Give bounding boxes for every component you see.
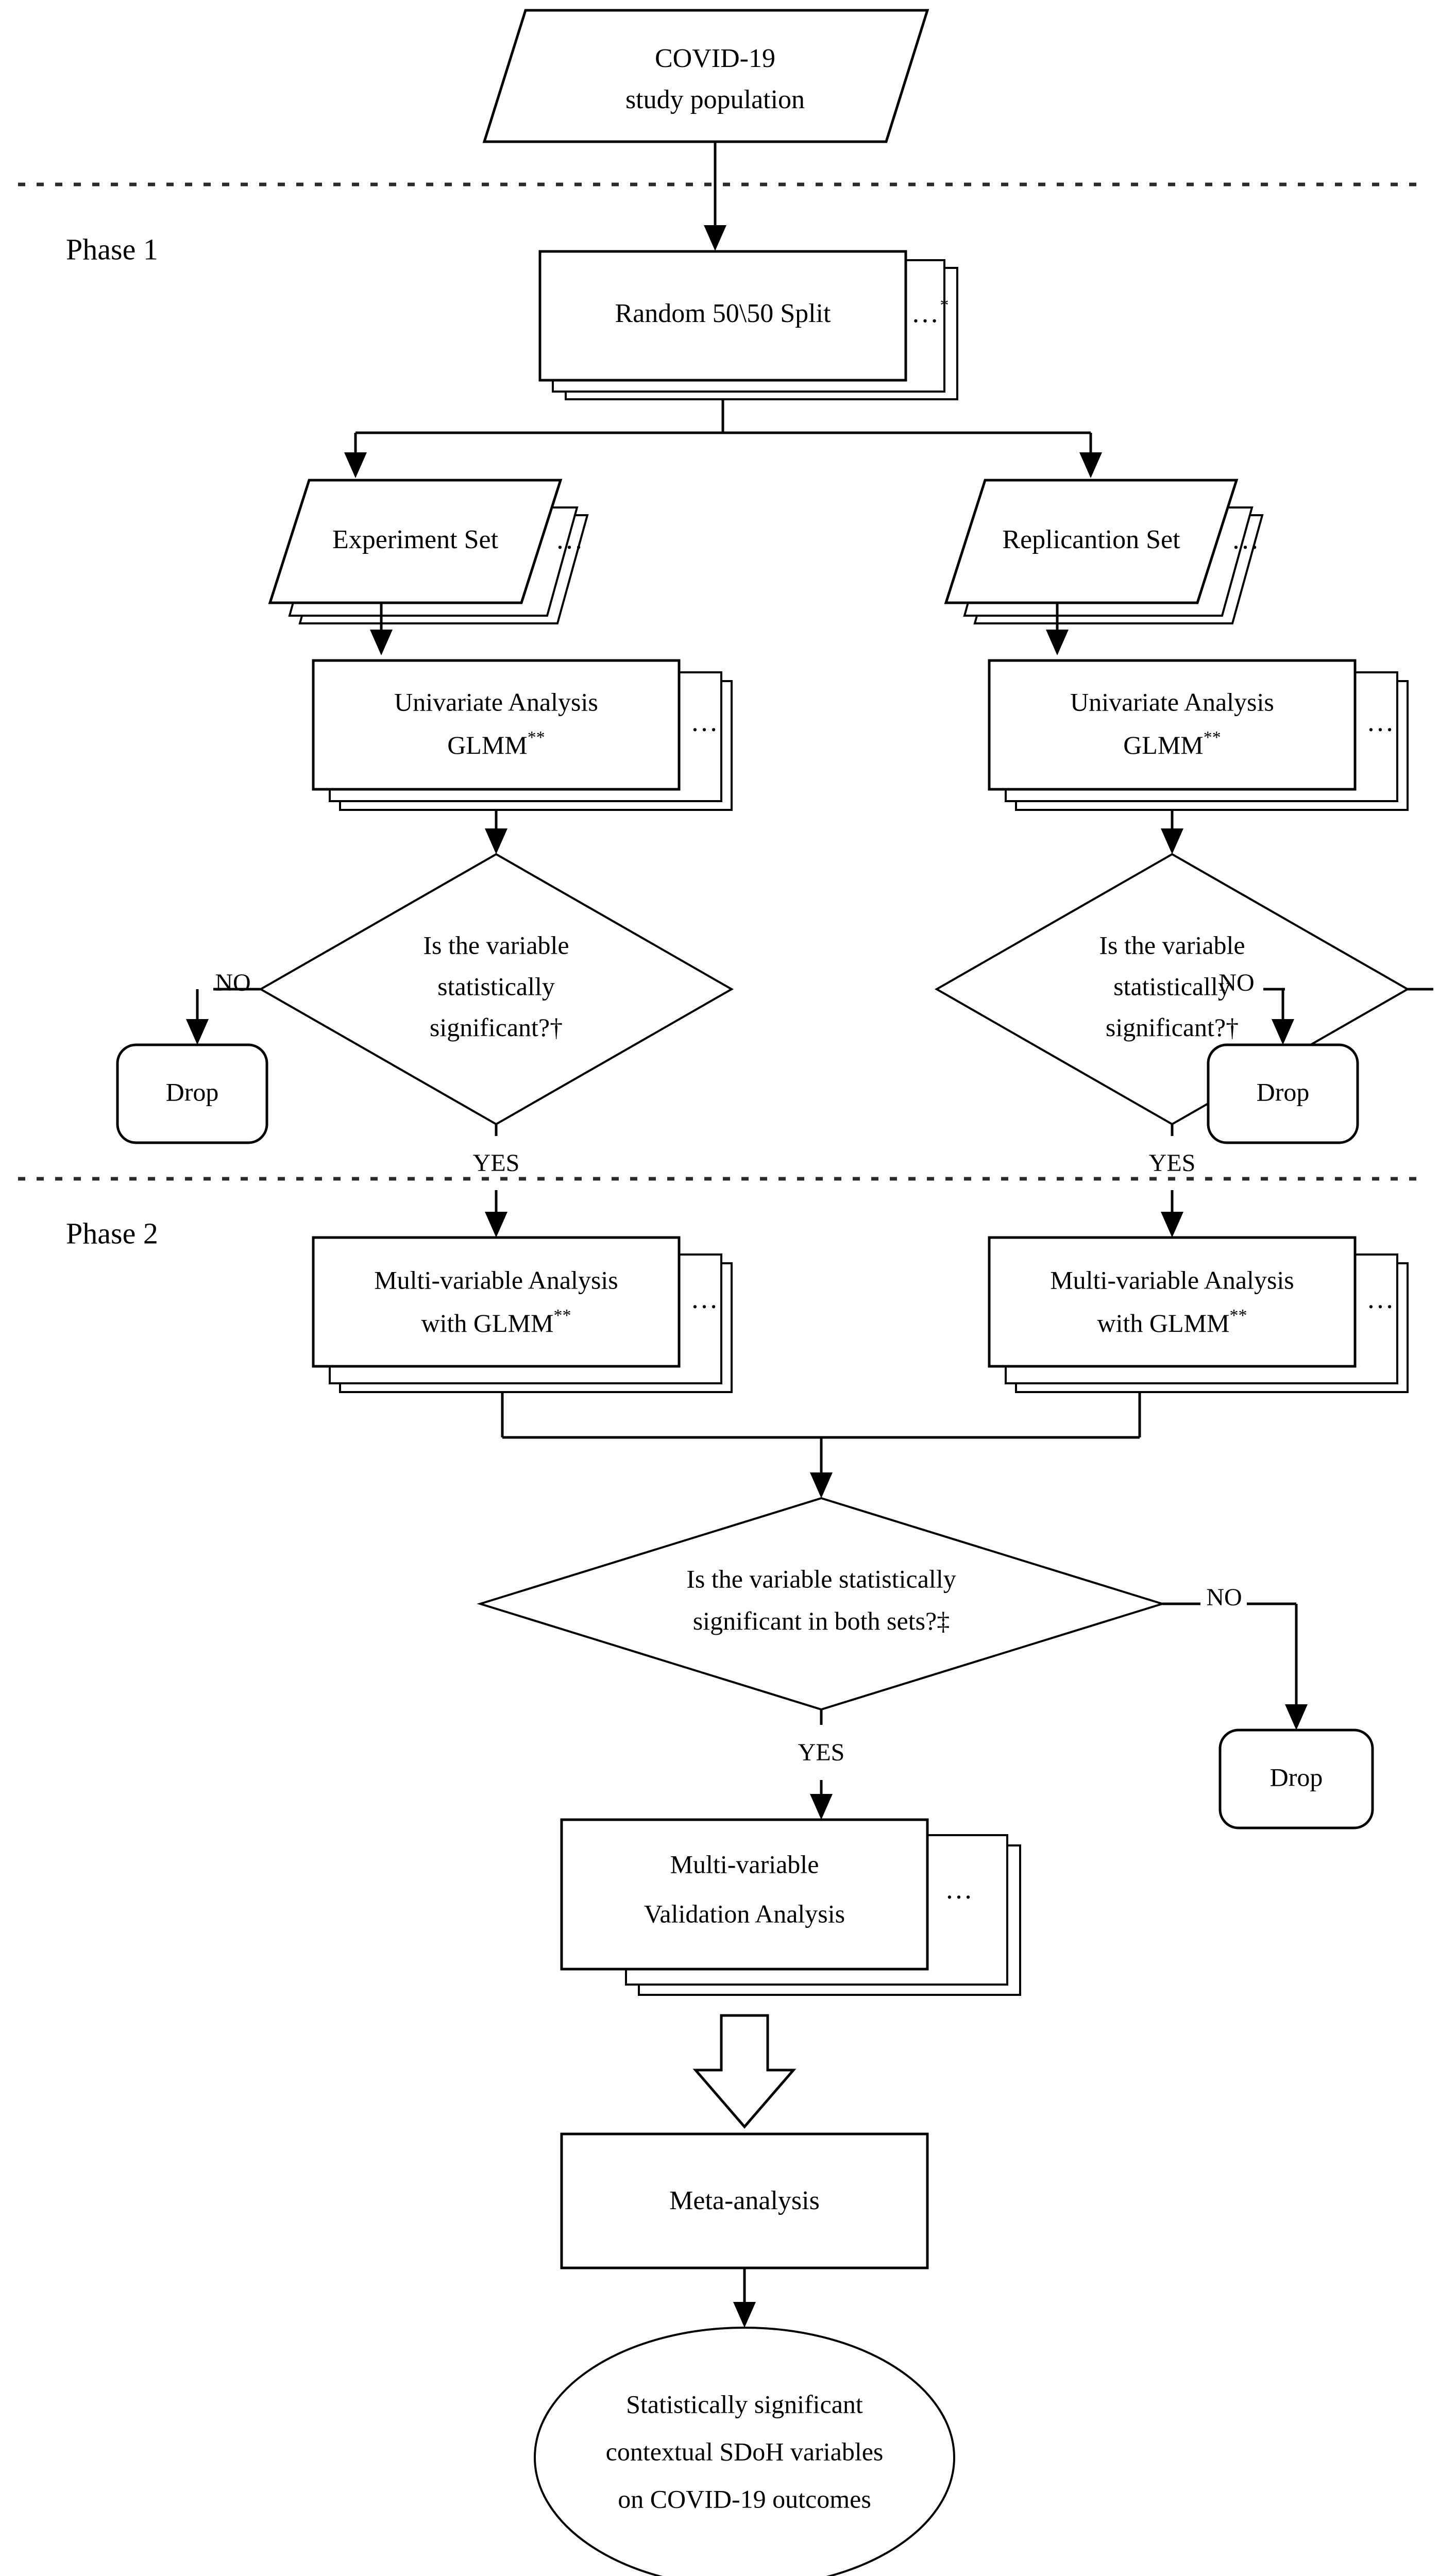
multivariable-left-stack-marker: …: [690, 1283, 719, 1314]
univariate-left-line1: Univariate Analysis: [394, 687, 598, 716]
experiment-set-label: Experiment Set: [332, 525, 499, 554]
random-split-label: Random 50\50 Split: [615, 299, 831, 328]
study-population-line2: study population: [625, 85, 805, 114]
edge-yes-left: YES: [473, 1124, 520, 1238]
node-drop-bottom[interactable]: Drop: [1218, 1728, 1374, 1829]
univariate-left-line2: GLMM**: [447, 728, 545, 760]
node-multivariable-right[interactable]: Multi-variable Analysis with GLMM** …: [988, 1236, 1409, 1393]
univariate-right-stack-marker: …: [1366, 706, 1395, 737]
node-replication-set[interactable]: Replicantion Set …: [944, 479, 1264, 624]
decision-both-line1: Is the variable statistically: [686, 1564, 956, 1593]
phase-2-label: Phase 2: [66, 1216, 158, 1250]
yes-label-right: YES: [1149, 1149, 1196, 1177]
edge-yes-phase2: YES: [798, 1709, 845, 1820]
block-arrow-to-meta-analysis: [692, 2014, 797, 2129]
node-random-split[interactable]: Random 50\50 Split …*: [538, 250, 958, 400]
edge-replication-to-univariate: [1046, 603, 1069, 655]
decision-right-line2: statistically: [1113, 972, 1231, 1001]
drop-right-label: Drop: [1257, 1077, 1310, 1106]
node-validation-analysis[interactable]: Multi-variable Validation Analysis …: [560, 1818, 1021, 1996]
validation-line2: Validation Analysis: [644, 1899, 845, 1928]
no-label-left: NO: [215, 969, 250, 996]
node-study-population[interactable]: COVID-19 study population: [482, 9, 929, 143]
edge-no-phase2: NO: [1162, 1584, 1308, 1730]
edge-no-right: NO: [1218, 969, 1433, 1045]
multivariable-right-line2: with GLMM**: [1097, 1306, 1247, 1338]
decision-left-line2: statistically: [437, 972, 555, 1001]
node-univariate-right[interactable]: Univariate Analysis GLMM** …: [988, 659, 1409, 811]
node-drop-left[interactable]: Drop: [116, 1043, 268, 1144]
edge-experiment-to-univariate: [370, 603, 393, 655]
node-drop-right[interactable]: Drop: [1207, 1043, 1359, 1144]
multivariable-left-line2: with GLMM**: [421, 1306, 571, 1338]
univariate-right-line2: GLMM**: [1123, 728, 1221, 760]
node-univariate-left[interactable]: Univariate Analysis GLMM** …: [312, 659, 733, 811]
univariate-right-line1: Univariate Analysis: [1070, 687, 1274, 716]
replication-set-stack-marker: …: [1231, 523, 1260, 554]
univariate-left-stack-marker: …: [690, 706, 719, 737]
node-multivariable-left[interactable]: Multi-variable Analysis with GLMM** …: [312, 1236, 733, 1393]
phase-1-label: Phase 1: [66, 232, 158, 266]
node-experiment-set[interactable]: Experiment Set …: [268, 479, 589, 624]
edge-split-to-sets: [344, 399, 1102, 478]
yes-label-phase2: YES: [798, 1739, 845, 1766]
edge-population-to-split: [704, 142, 726, 251]
outcome-line1: Statistically significant: [626, 2389, 863, 2418]
edge-multivariable-merge: [501, 1392, 1141, 1498]
decision-right-line3: significant?†: [1106, 1013, 1239, 1042]
drop-bottom-label: Drop: [1270, 1762, 1323, 1791]
random-split-stack-marker: …*: [911, 296, 950, 329]
multivariable-right-stack-marker: …: [1366, 1283, 1395, 1314]
decision-left-line3: significant?†: [430, 1013, 563, 1042]
no-label-right: NO: [1218, 969, 1254, 996]
no-label-phase2: NO: [1206, 1584, 1242, 1611]
yes-label-left: YES: [473, 1149, 520, 1177]
decision-both-line2: significant in both sets?‡: [693, 1606, 950, 1635]
edge-univariate-left-to-decision: [485, 810, 507, 854]
edge-meta-to-outcome: [733, 2268, 756, 2328]
study-population-line1: COVID-19: [655, 44, 775, 73]
multivariable-left-line1: Multi-variable Analysis: [374, 1265, 618, 1294]
drop-left-label: Drop: [166, 1077, 219, 1106]
node-decision-both-sets[interactable]: Is the variable statistically significan…: [477, 1497, 1166, 1711]
edge-univariate-right-to-decision: [1161, 810, 1183, 854]
experiment-set-stack-marker: …: [555, 523, 584, 554]
decision-right-line1: Is the variable: [1099, 930, 1245, 959]
meta-analysis-label: Meta-analysis: [669, 2186, 820, 2215]
outcome-line2: contextual SDoH variables: [606, 2437, 884, 2466]
edge-no-left: NO: [186, 969, 261, 1045]
outcome-line3: on COVID-19 outcomes: [618, 2484, 871, 2513]
node-decision-left[interactable]: Is the variable statistically significan…: [258, 853, 734, 1126]
edge-yes-right: YES: [1149, 1124, 1196, 1238]
decision-left-line1: Is the variable: [423, 930, 569, 959]
validation-line1: Multi-variable: [670, 1850, 819, 1878]
node-outcome[interactable]: Statistically significant contextual SDo…: [534, 2327, 955, 2576]
multivariable-right-line1: Multi-variable Analysis: [1050, 1265, 1294, 1294]
node-meta-analysis[interactable]: Meta-analysis: [560, 2132, 929, 2269]
replication-set-label: Replicantion Set: [1002, 525, 1180, 554]
validation-stack-marker: …: [945, 1873, 974, 1904]
